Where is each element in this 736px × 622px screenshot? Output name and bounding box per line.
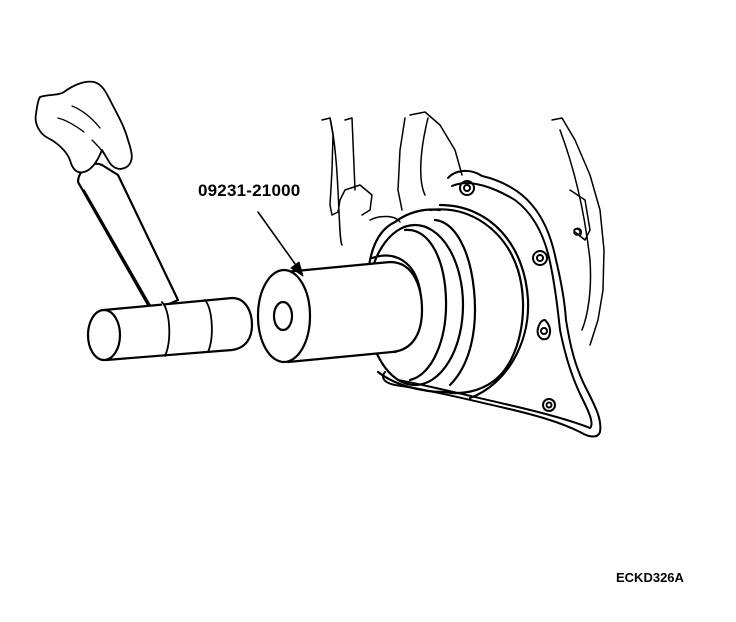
leader-arrow	[257, 211, 304, 277]
hand	[34, 80, 133, 174]
special-tool-cylinder	[256, 260, 424, 364]
seal-retainer-flange	[382, 170, 602, 438]
transaxle-housing	[321, 111, 605, 346]
part-number-label: 09231-21000	[198, 181, 301, 200]
figure-code: ECKD326A	[616, 570, 684, 585]
